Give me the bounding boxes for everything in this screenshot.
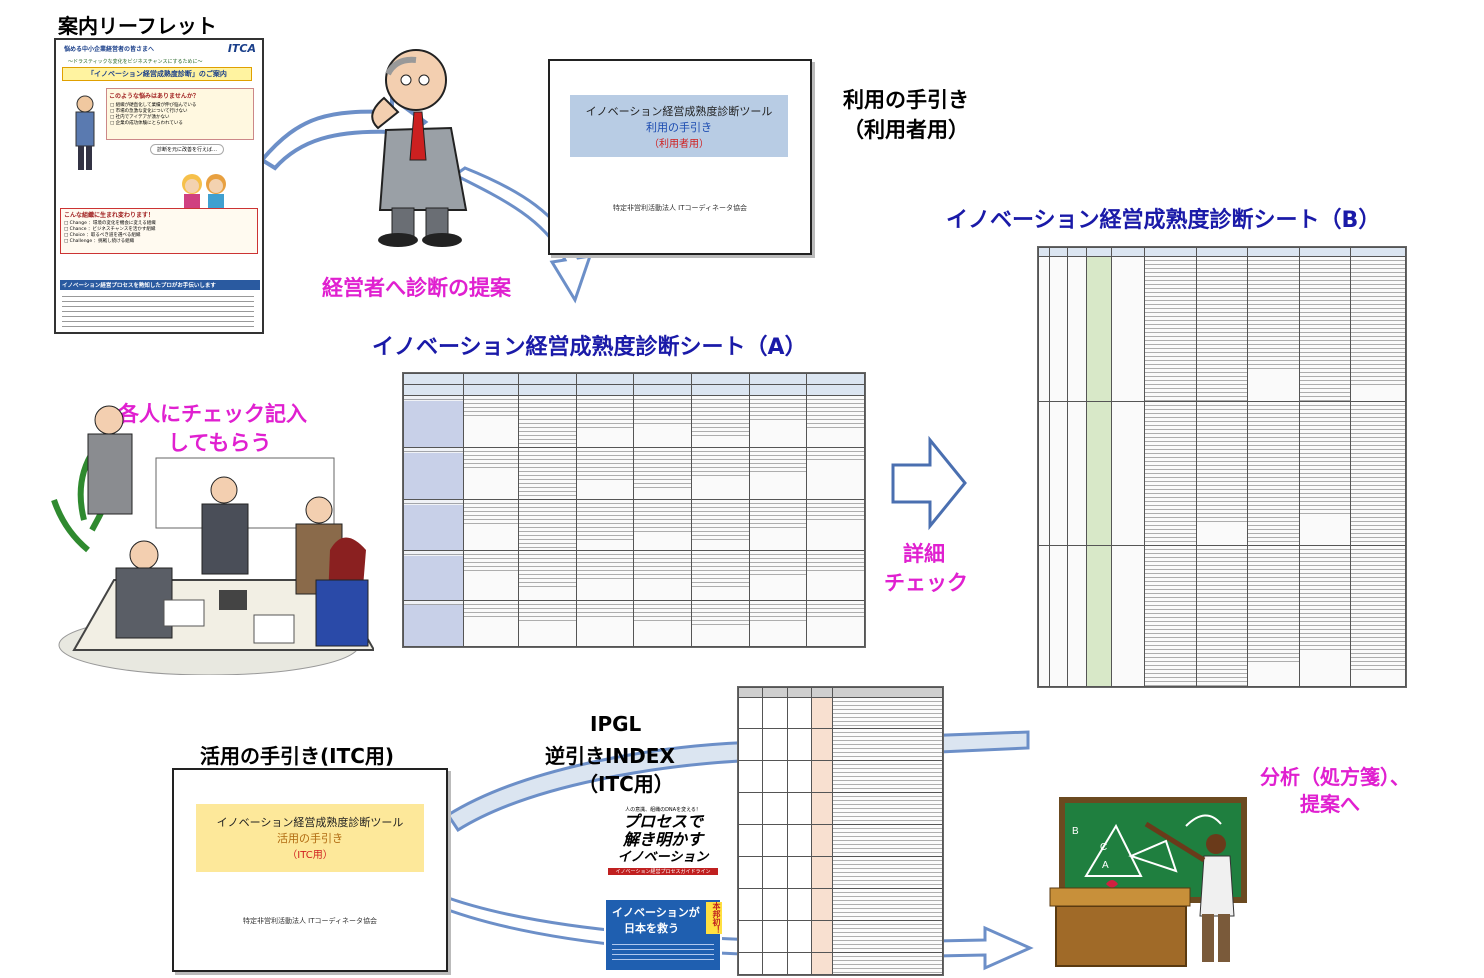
- title-sheet-a: イノベーション経営成熟度診断シート（A）: [372, 329, 807, 361]
- itc-guide-line1: イノベーション経営成熟度診断ツール: [196, 814, 424, 830]
- ipgl-index-sheet: [737, 686, 944, 976]
- user-guide-band: イノベーション経営成熟度診断ツール 利用の手引き （利用者用）: [570, 95, 788, 157]
- ipgl-label-3: （ITC用）: [578, 768, 674, 797]
- user-guide-line1: イノベーション経営成熟度診断ツール: [570, 103, 788, 119]
- ipgl-label-1: IPGL: [590, 712, 641, 736]
- itc-guide-slide: イノベーション経営成熟度診断ツール 活用の手引き （ITC用） 特定非営利活動法…: [172, 768, 448, 972]
- svg-text:A: A: [1102, 860, 1109, 871]
- leaflet-question-box: このような悩みはありませんか？ □ 組織が硬直化して業績が伸び悩んでいる □ 市…: [106, 88, 254, 140]
- leaflet-thumbnail: 悩める中小企業経営者の皆さまへ ITCA ～ドラスティックな変化をビジネスチャン…: [54, 38, 264, 334]
- book-band: イノベーションが 日本を救う: [606, 900, 720, 970]
- user-guide-label-2: （利用者用）: [843, 114, 969, 144]
- ipgl-label-2: 逆引きINDEX: [545, 740, 675, 769]
- book-tag: 本邦初！: [706, 902, 722, 934]
- label-detail-2: チェック: [884, 567, 968, 597]
- sheet-b-grid: [1038, 247, 1406, 687]
- leaflet-check-4: □ 企業の成功体験にとらわれている: [107, 120, 253, 126]
- svg-text:C: C: [1100, 842, 1107, 853]
- book-band-lines: [612, 940, 714, 962]
- label-detail-1: 詳細: [903, 538, 945, 568]
- itc-guide-band: イノベーション経営成熟度診断ツール 活用の手引き （ITC用）: [196, 804, 424, 872]
- book-band-2: 日本を救う: [606, 920, 720, 936]
- title-sheet-b: イノベーション経営成熟度診断シート（B）: [946, 202, 1380, 234]
- user-guide-slide: イノベーション経営成熟度診断ツール 利用の手引き （利用者用） 特定非営利活動法…: [548, 59, 812, 255]
- svg-text:B: B: [1072, 826, 1079, 837]
- label-analysis-1: 分析（処方箋）、: [1260, 761, 1410, 790]
- book-title-1: プロセスで: [604, 813, 722, 831]
- leaflet-logo: ITCA: [228, 42, 256, 55]
- leaflet-section-title: こんな組織に生まれ変わります！: [61, 209, 257, 220]
- teacher-blackboard-illustration: B C A: [1046, 796, 1256, 974]
- itc-guide-label: 活用の手引き(ITC用): [200, 740, 394, 769]
- book-title-3: イノベーション: [604, 849, 722, 867]
- label-proposal: 経営者へ診断の提案: [322, 272, 511, 302]
- leaflet-businessman-illustration: [70, 92, 100, 172]
- book-subtitle: イノベーション経営プロセスガイドライン: [608, 868, 718, 875]
- leaflet-mid-text: 診断を元に改善を行えば…: [150, 144, 224, 155]
- leaflet-footer-lines: [62, 292, 254, 328]
- leaflet-header: 悩める中小企業経営者の皆さまへ: [64, 44, 154, 53]
- ipgl-index-grid: [738, 687, 943, 975]
- book-title-2: 解き明かす: [604, 831, 722, 849]
- leaflet-question: このような悩みはありませんか？: [107, 89, 253, 102]
- diagnosis-sheet-b: [1037, 246, 1407, 688]
- itc-guide-line2: 活用の手引き: [196, 830, 424, 846]
- arrow-a-to-b: [893, 440, 965, 526]
- book-band-1: イノベーションが: [606, 904, 720, 920]
- leaflet-footer-title: イノベーション経営プロセスを熟知したプロがお手伝いします: [60, 280, 260, 290]
- itc-guide-org: 特定非営利活動法人 ITコーディネータ協会: [174, 916, 446, 926]
- leaflet-women-illustration: [176, 170, 246, 208]
- book-cover: 人の意識、組織のDNAを変える！ プロセスで 解き明かす イノベーション イノベ…: [604, 804, 722, 972]
- leaflet-caption: 案内リーフレット: [58, 10, 217, 39]
- user-guide-line3: （利用者用）: [570, 135, 788, 150]
- leaflet-item-4: □ Challenge ：挑戦し続ける組織: [61, 238, 257, 244]
- user-guide-org: 特定非営利活動法人 ITコーディネータ協会: [550, 203, 810, 213]
- leaflet-tagline: ～ドラスティックな変化をビジネスチャンスにするために～: [68, 58, 203, 65]
- leaflet-section-box: こんな組織に生まれ変わります！ □ Change ：環境の変化を機会に変える組織…: [60, 208, 258, 254]
- sheet-a-grid: [403, 373, 865, 647]
- label-analysis-2: 提案へ: [1300, 788, 1360, 817]
- leaflet-title: 「イノベーション経営成熟度診断」のご案内: [62, 67, 252, 81]
- itc-guide-line3: （ITC用）: [196, 846, 424, 861]
- user-guide-label-1: 利用の手引き: [843, 84, 969, 114]
- meeting-illustration: [44, 400, 374, 675]
- diagnosis-sheet-a: [402, 372, 866, 648]
- user-guide-line2: 利用の手引き: [570, 119, 788, 135]
- thinking-manager-illustration: [356, 40, 486, 250]
